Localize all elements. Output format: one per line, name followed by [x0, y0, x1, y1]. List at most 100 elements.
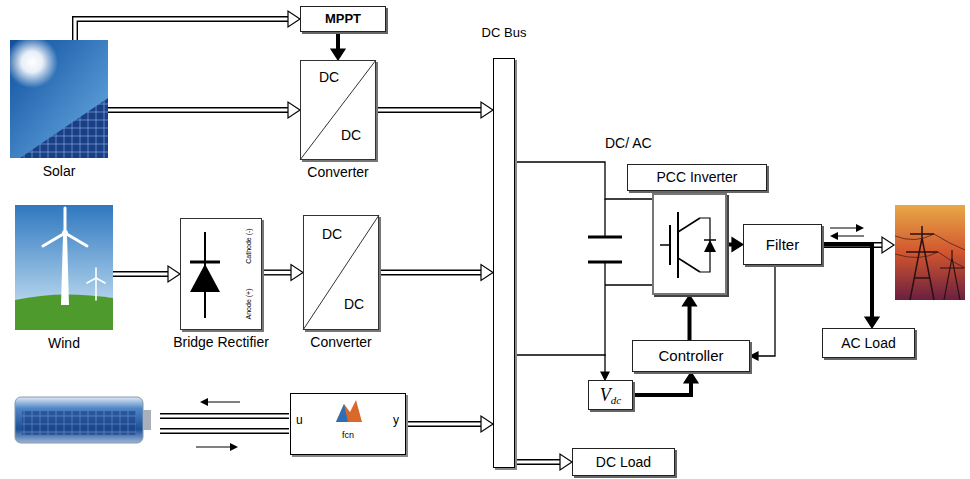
arrowhead: [288, 11, 300, 27]
converter-diagonal: [300, 60, 376, 160]
arrowhead: [560, 454, 572, 470]
connector: [750, 265, 775, 360]
connector-line: [688, 301, 692, 340]
sun: [6, 36, 58, 88]
port-label: u: [296, 414, 303, 428]
connector: [633, 372, 698, 395]
connector-line: [515, 460, 561, 463]
connector-line: [108, 107, 289, 113]
terminal-label: Anode (+): [245, 289, 253, 320]
wind-turbine-image: Wind: [15, 205, 113, 330]
connector: [376, 102, 493, 118]
solar-panel: [20, 98, 108, 158]
small-turbine: [87, 268, 105, 300]
connector-line: [379, 270, 482, 276]
ac-load-box: AC Load: [822, 328, 915, 358]
battery-power-flow: [160, 398, 289, 451]
source-label: Solar: [43, 163, 76, 179]
connector: [262, 265, 303, 281]
arrowhead: [291, 265, 303, 281]
connector-line: [75, 19, 289, 40]
arrowhead: [481, 102, 493, 118]
connector-line: [379, 271, 482, 274]
voltage-symbol: V: [600, 385, 611, 406]
arrowhead: [168, 266, 180, 282]
connector-line: [108, 108, 289, 111]
bus-label: DC Bus: [482, 26, 527, 41]
block-label: Controller: [658, 347, 723, 364]
grid-illustration: [895, 205, 965, 300]
turbine-hub: [62, 230, 68, 236]
dc-load-box: DC Load: [572, 448, 675, 476]
conversion-label: DC/ AC: [605, 135, 652, 151]
block-caption: Converter: [310, 334, 371, 350]
battery-illustration: [15, 397, 151, 443]
capacitor-symbol: [588, 199, 652, 356]
block-label: MPPT: [325, 12, 361, 27]
connector: [683, 295, 697, 340]
voltage-sensor-box: Vdc: [588, 380, 633, 410]
terminal-label: Cathode (-): [245, 228, 253, 263]
controller-box: Controller: [632, 340, 750, 372]
arrowhead: [331, 49, 345, 60]
connector-line: [75, 19, 289, 40]
bridge-rectifier: Cathode (-)Anode (+)Bridge Rectifier: [180, 218, 262, 330]
diode-symbol: [190, 232, 220, 318]
matlab-logo: [336, 400, 362, 422]
connector-line: [754, 265, 775, 356]
arrowhead: [481, 416, 493, 432]
connector-line: [262, 271, 292, 274]
connector: [515, 355, 609, 380]
function-name: fcn: [342, 430, 354, 440]
turbine-tower: [61, 235, 69, 305]
block-label: AC Load: [841, 335, 895, 351]
arrowhead: [481, 265, 493, 281]
connector-line: [515, 459, 561, 465]
connector-line: [515, 355, 605, 376]
arrowhead: [865, 317, 879, 328]
connector-line: [113, 272, 169, 275]
solar-panel-image: Solar: [10, 40, 108, 158]
connector-line: [406, 422, 482, 425]
port-label: DC: [319, 69, 339, 85]
connector: [75, 11, 300, 40]
connector-line: [376, 107, 482, 113]
arrowhead: [683, 295, 697, 306]
block-caption: Bridge Rectifier: [173, 334, 269, 350]
connector-line: [262, 270, 292, 276]
converter-diagonal: [303, 215, 379, 330]
block-caption: Converter: [307, 164, 368, 180]
block-label: Filter: [766, 236, 799, 253]
wind-illustration: [15, 205, 113, 330]
arrowhead: [601, 372, 609, 380]
connector-line: [633, 378, 691, 395]
arrowhead: [288, 102, 300, 118]
dc-dc-converter: DCDCConverter: [303, 215, 379, 330]
connector: [113, 266, 180, 282]
connector-line: [113, 271, 169, 277]
port-label: DC: [341, 127, 361, 143]
connector-line: [822, 245, 872, 323]
port-label: DC: [322, 226, 342, 242]
arrowhead: [750, 352, 758, 360]
grid-power-flow: [822, 224, 894, 253]
arrowhead: [684, 372, 698, 383]
connector: [515, 454, 572, 470]
sky: [15, 205, 113, 330]
connector: [727, 238, 743, 252]
dc-dc-converter: DCDCConverter: [300, 60, 376, 160]
connector: [331, 32, 345, 60]
source-label: Wind: [48, 335, 80, 351]
connector-line: [406, 421, 482, 427]
filter-box: Filter: [743, 224, 822, 265]
arrowhead: [732, 238, 743, 252]
matlab-function-block: u fcn y: [290, 393, 406, 455]
port-label: y: [393, 414, 399, 428]
inverter-block: DC/ ACPCC Inverter: [652, 193, 727, 295]
port-label: DC: [344, 296, 364, 312]
solar-illustration: [6, 36, 108, 158]
connector: [822, 245, 879, 329]
turbine-blades: [43, 208, 87, 246]
